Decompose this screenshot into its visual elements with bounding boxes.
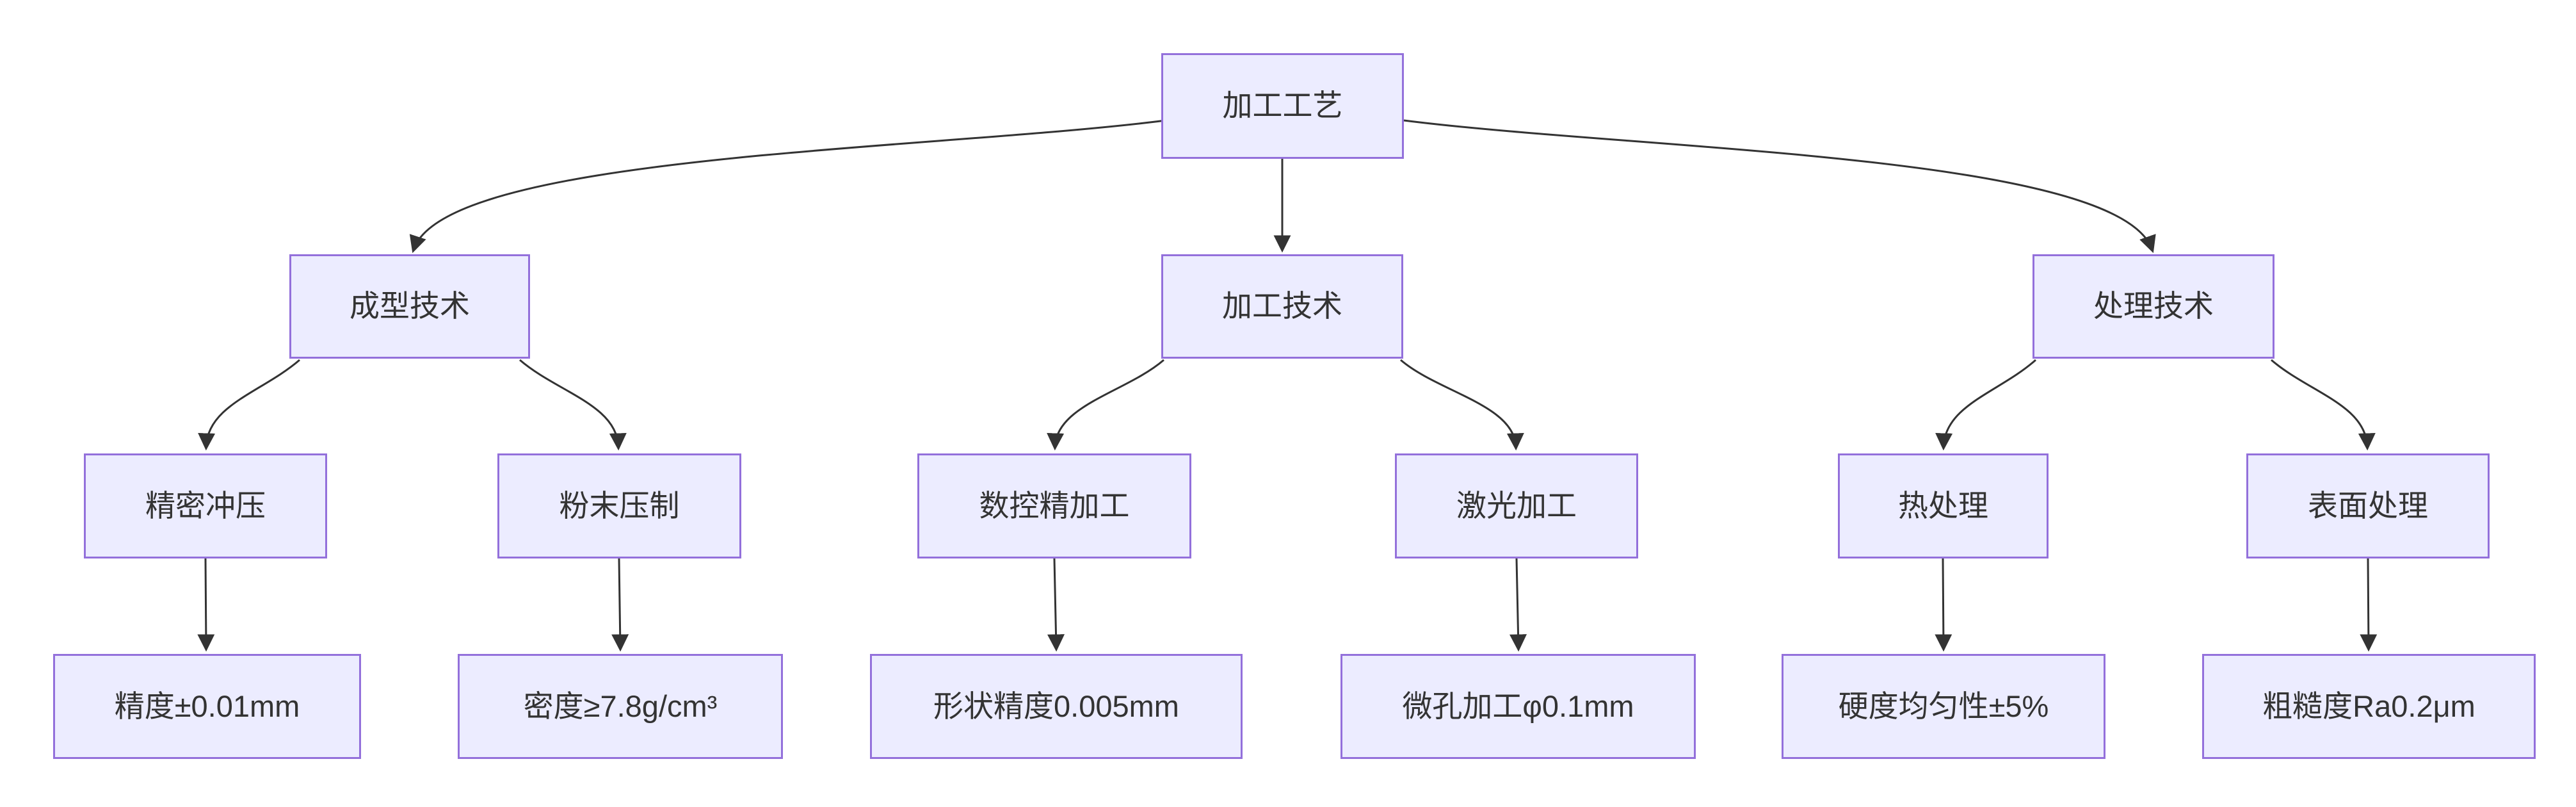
edge-treatment-heat xyxy=(1935,359,2036,451)
node-laser-machining-label: 激光加工 xyxy=(1456,488,1577,523)
edge-surface-spec xyxy=(2360,558,2378,652)
node-treatment-tech: 处理技术 xyxy=(2033,254,2274,359)
node-machining-tech-label: 加工技术 xyxy=(1222,289,1342,323)
node-laser-machining: 激光加工 xyxy=(1395,453,1638,558)
edge-root-forming xyxy=(409,119,1166,254)
node-cnc-spec: 形状精度0.005mm xyxy=(870,654,1243,759)
edge-stamping-spec xyxy=(197,558,215,652)
edge-laser-spec xyxy=(1509,558,1527,652)
node-laser-spec: 微孔加工φ0.1mm xyxy=(1340,654,1696,759)
node-surface-treatment-label: 表面处理 xyxy=(2308,488,2428,523)
node-precision-stamping-label: 精密冲压 xyxy=(145,488,266,523)
node-powder-pressing: 粉末压制 xyxy=(497,453,741,558)
node-cnc-finishing-label: 数控精加工 xyxy=(979,488,1130,523)
node-heat-treatment-label: 热处理 xyxy=(1898,488,1988,523)
edge-cnc-spec xyxy=(1047,558,1065,652)
node-machining-tech: 加工技术 xyxy=(1161,254,1403,359)
edge-forming-powder xyxy=(519,359,627,451)
edge-forming-stamping xyxy=(198,359,300,451)
node-surface-treatment: 表面处理 xyxy=(2246,453,2490,558)
node-stamping-spec: 精度±0.01mm xyxy=(53,654,361,759)
node-forming-tech-label: 成型技术 xyxy=(350,289,470,323)
node-laser-spec-label: 微孔加工φ0.1mm xyxy=(1402,689,1634,723)
node-surface-spec-label: 粗糙度Ra0.2μm xyxy=(2262,689,2475,723)
node-powder-pressing-label: 粉末压制 xyxy=(559,488,680,523)
edge-machining-cnc xyxy=(1047,359,1164,451)
node-root-label: 加工工艺 xyxy=(1222,88,1343,123)
edge-root-treatment xyxy=(1403,119,2156,254)
node-precision-stamping: 精密冲压 xyxy=(84,453,327,558)
edge-machining-laser xyxy=(1400,359,1524,451)
edge-heat-spec xyxy=(1935,558,1952,652)
node-heat-treatment: 热处理 xyxy=(1838,453,2049,558)
node-powder-spec: 密度≥7.8g/cm³ xyxy=(458,654,783,759)
edge-treatment-surface xyxy=(2271,359,2376,451)
node-stamping-spec-label: 精度±0.01mm xyxy=(114,689,300,723)
node-root: 加工工艺 xyxy=(1161,53,1404,159)
node-forming-tech: 成型技术 xyxy=(289,254,530,359)
edge-powder-spec xyxy=(611,558,629,652)
node-heat-spec: 硬度均匀性±5% xyxy=(1782,654,2105,759)
node-surface-spec: 粗糙度Ra0.2μm xyxy=(2202,654,2536,759)
node-cnc-spec-label: 形状精度0.005mm xyxy=(933,689,1179,723)
node-cnc-finishing: 数控精加工 xyxy=(917,453,1191,558)
node-powder-spec-label: 密度≥7.8g/cm³ xyxy=(523,689,718,723)
node-treatment-tech-label: 处理技术 xyxy=(2093,289,2214,323)
node-heat-spec-label: 硬度均匀性±5% xyxy=(1838,689,2049,723)
